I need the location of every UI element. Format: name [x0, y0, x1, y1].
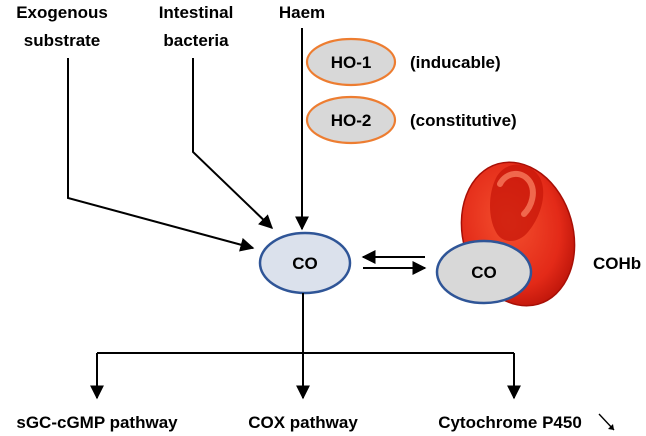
sgc-pathway-label: sGC-cGMP pathway — [16, 413, 178, 432]
co-label: CO — [292, 254, 318, 273]
co-node — [258, 231, 352, 295]
cox-pathway-label: COX pathway — [248, 413, 358, 432]
intestinal-label-line1: Intestinal — [159, 3, 234, 22]
ho2-node — [305, 95, 397, 145]
p450-label: Cytochrome P450 — [438, 413, 582, 432]
ho2-note: (constitutive) — [410, 111, 517, 130]
ho1-node — [305, 37, 397, 87]
decrease-arrow-icon — [598, 413, 615, 431]
bacteria-to-co-arrow — [192, 58, 274, 229]
intestinal-label-line2: bacteria — [163, 31, 229, 50]
rbc-co-node — [435, 239, 533, 305]
exogenous-label-line2: substrate — [24, 31, 101, 50]
ho1-note: (inducable) — [410, 53, 501, 72]
rbc-co-label: CO — [471, 263, 497, 282]
exogenous-label-line1: Exogenous — [16, 3, 108, 22]
cohb-label: COHb — [593, 254, 641, 273]
exogenous-to-co-arrow — [67, 58, 255, 252]
ho1-label: HO-1 — [331, 53, 372, 72]
haem-label: Haem — [279, 3, 325, 22]
ho2-label: HO-2 — [331, 111, 372, 130]
